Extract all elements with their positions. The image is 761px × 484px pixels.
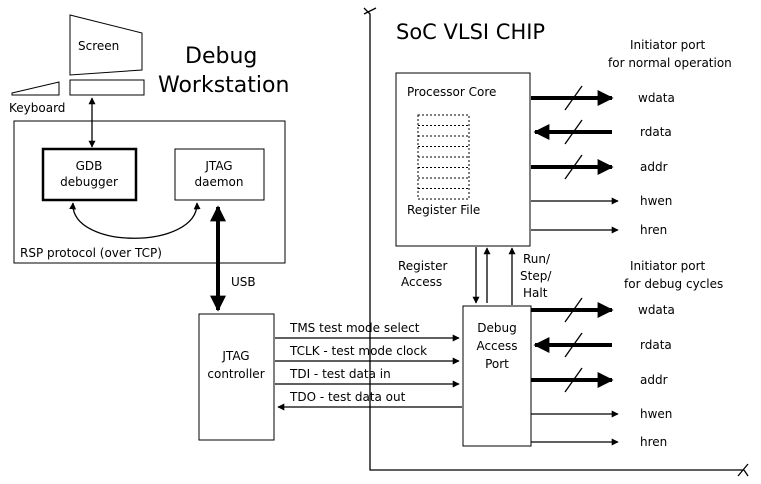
normal-port-title-2: for normal operation xyxy=(608,56,732,70)
debug-rdata: rdata xyxy=(640,338,672,352)
workstation-title-2: Workstation xyxy=(158,73,289,98)
normal-port-signals: wdata rdata addr hwen hren xyxy=(531,85,675,237)
normal-addr: addr xyxy=(640,160,668,174)
signal-tms: TMS test mode select xyxy=(289,321,420,335)
jtag-controller-label-1: JTAG xyxy=(221,349,249,363)
chip-title: SoC VLSI CHIP xyxy=(396,20,545,44)
screen-label: Screen xyxy=(78,39,119,53)
workstation-title: Debug xyxy=(185,44,257,69)
register-file-label: Register File xyxy=(407,203,480,217)
jtag-controller-box xyxy=(198,313,275,441)
dap-label-2: Access xyxy=(476,339,517,353)
normal-hwen: hwen xyxy=(640,194,672,208)
core-dap-links xyxy=(472,247,516,305)
chip-boundary xyxy=(363,7,749,477)
debug-port-title-2: for debug cycles xyxy=(624,277,723,291)
gdb-debugger-box xyxy=(41,147,138,202)
signal-tclk: TCLK - test mode clock xyxy=(289,344,427,358)
run-step-halt-label-2: Step/ xyxy=(520,269,552,283)
register-access-label-2: Access xyxy=(401,275,442,289)
register-file-icon xyxy=(417,114,470,200)
gdb-label-1: GDB xyxy=(76,159,103,173)
rsp-connection xyxy=(69,202,201,239)
debug-wdata: wdata xyxy=(638,303,675,317)
register-access-label-1: Register xyxy=(398,259,447,273)
dap-label-1: Debug xyxy=(477,321,516,335)
debug-addr: addr xyxy=(640,373,668,387)
debug-hwen: hwen xyxy=(640,407,672,421)
screen-icon xyxy=(69,14,143,76)
normal-hren: hren xyxy=(640,223,667,237)
jtag-daemon-label-2: daemon xyxy=(195,175,244,189)
gdb-label-2: debugger xyxy=(60,175,118,189)
debug-hren: hren xyxy=(640,435,667,449)
workstation-group: Screen Keyboard Debug Workstation GDB de… xyxy=(9,14,289,264)
jtag-daemon-box xyxy=(174,148,265,201)
normal-rdata: rdata xyxy=(640,125,672,139)
run-step-halt-label-3: Halt xyxy=(523,286,548,300)
debug-port-title-1: Initiator port xyxy=(630,259,706,273)
keyboard-icon xyxy=(11,81,60,96)
usb-label: USB xyxy=(231,275,256,289)
workstation-frame xyxy=(13,120,286,264)
jtag-controller-label-2: controller xyxy=(207,367,264,381)
jtag-daemon-label-1: JTAG xyxy=(204,159,232,173)
signal-tdo: TDO - test data out xyxy=(289,390,406,404)
run-step-halt-label-1: Run/ xyxy=(523,252,551,266)
keyboard-label: Keyboard xyxy=(9,101,65,115)
screen-base xyxy=(69,79,145,96)
processor-core-label: Processor Core xyxy=(407,85,496,99)
signal-tdi: TDI - test data in xyxy=(289,367,391,381)
normal-wdata: wdata xyxy=(638,91,675,105)
rsp-label: RSP protocol (over TCP) xyxy=(20,246,162,260)
jtag-signals: TMS test mode select TCLK - test mode cl… xyxy=(275,321,462,411)
debug-access-port-box xyxy=(462,305,532,447)
normal-port-title-1: Initiator port xyxy=(630,38,706,52)
debug-port-signals: wdata rdata addr hwen hren xyxy=(531,297,675,449)
dap-label-3: Port xyxy=(485,357,509,371)
